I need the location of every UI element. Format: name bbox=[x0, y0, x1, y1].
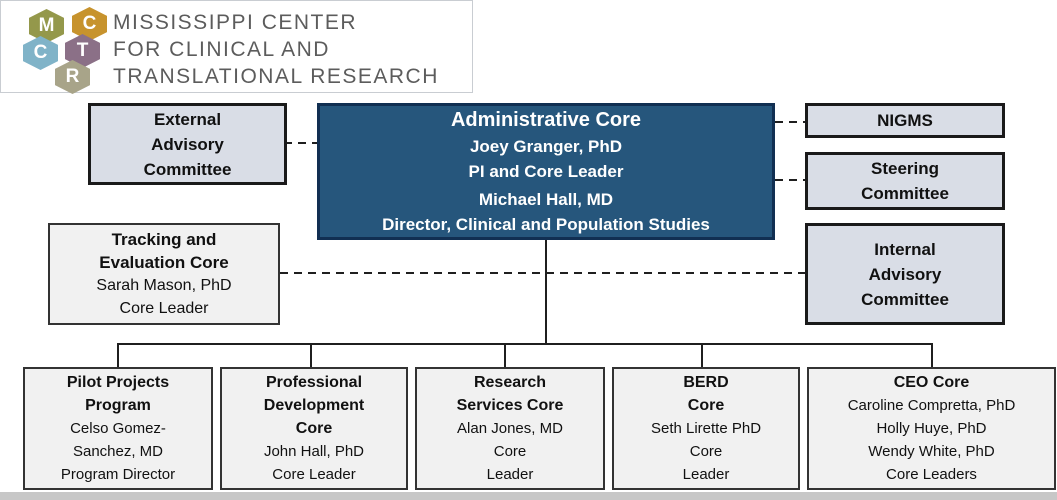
box-label-line: Director, Clinical and Population Studie… bbox=[382, 215, 710, 234]
box-label-line: External bbox=[153, 109, 222, 129]
logo-hexagon-letter: M bbox=[38, 15, 55, 36]
box-label-line: Holly Huye, PhD bbox=[876, 420, 987, 437]
box-title-line: Services Core bbox=[456, 397, 564, 414]
box-label-line: Core bbox=[493, 443, 527, 460]
box-label-line: Leader bbox=[486, 466, 534, 483]
box-label-line: Steering bbox=[870, 159, 940, 178]
logo-hexagon-letter: C bbox=[82, 13, 97, 34]
connector-dashed-tracking-internal bbox=[280, 272, 805, 274]
box-label-line: Internal bbox=[874, 239, 936, 259]
box-administrative-core: Administrative Core Joey Granger, PhD PI… bbox=[317, 103, 775, 240]
connector-stub-berd bbox=[701, 343, 703, 367]
logo-name: MISSISSIPPI CENTER FOR CLINICAL AND TRAN… bbox=[113, 9, 439, 90]
logo-hexagon-letter: T bbox=[76, 40, 89, 61]
connector-admin-vertical bbox=[545, 240, 547, 344]
box-label-line: Program Director bbox=[60, 466, 176, 483]
box-professional-development-core: Professional Development Core John Hall,… bbox=[220, 367, 408, 490]
box-nigms: NIGMS bbox=[805, 103, 1005, 138]
box-label-line: Alan Jones, MD bbox=[457, 420, 563, 437]
box-label-line: Committee bbox=[143, 159, 232, 179]
logo-hexagon-c2: C bbox=[23, 36, 58, 70]
connector-stub-pilot bbox=[117, 343, 119, 367]
connector-dashed-external bbox=[284, 142, 317, 144]
box-label-line: John Hall, PhD bbox=[263, 443, 365, 460]
box-title-line: Research bbox=[473, 374, 547, 391]
box-label-line: Committee bbox=[861, 184, 949, 203]
box-label-line: Advisory bbox=[151, 134, 224, 154]
logo-name-line: TRANSLATIONAL RESEARCH bbox=[113, 65, 439, 88]
box-label-line: Advisory bbox=[868, 264, 942, 284]
box-label-line: Core Leader bbox=[272, 466, 356, 483]
box-steering-committee: Steering Committee bbox=[805, 152, 1005, 210]
box-tracking-evaluation-core: Tracking and Evaluation Core Sarah Mason… bbox=[48, 223, 280, 325]
box-label-line: Wendy White, PhD bbox=[868, 443, 995, 460]
logo-hexagon-c1: C bbox=[72, 7, 107, 41]
connector-stub-professional bbox=[310, 343, 312, 367]
box-label-line: Seth Lirette PhD bbox=[650, 420, 762, 437]
box-label-line: Core Leaders bbox=[886, 466, 977, 483]
box-pilot-projects-program: Pilot Projects Program Celso Gomez- Sanc… bbox=[23, 367, 213, 490]
logo-name-line: FOR CLINICAL AND bbox=[113, 38, 330, 61]
box-title-line: CEO Core bbox=[893, 374, 970, 391]
box-title-line: BERD bbox=[683, 374, 729, 391]
box-title-line: Program bbox=[85, 397, 151, 414]
box-title-line: Tracking and bbox=[111, 230, 217, 249]
box-title-line: Professional bbox=[265, 374, 363, 391]
box-internal-advisory-committee: Internal Advisory Committee bbox=[805, 223, 1005, 325]
box-title-line: Evaluation Core bbox=[99, 253, 229, 272]
box-ceo-core: CEO Core Caroline Compretta, PhD Holly H… bbox=[807, 367, 1056, 490]
box-label-line: Leader bbox=[682, 466, 730, 483]
logo-hexagon-m: M bbox=[29, 9, 64, 43]
connector-stub-ceo bbox=[931, 343, 933, 367]
box-external-advisory-committee: External Advisory Committee bbox=[88, 103, 287, 185]
box-title-line: Pilot Projects bbox=[66, 374, 170, 391]
box-label-line: Core Leader bbox=[119, 300, 209, 317]
box-title-line: Development bbox=[263, 397, 365, 414]
logo-hexagon-letter: C bbox=[33, 42, 48, 63]
logo-hexagon-letter: R bbox=[65, 66, 80, 87]
connector-stub-research bbox=[504, 343, 506, 367]
box-label-line: Joey Granger, PhD bbox=[469, 137, 623, 156]
box-label-line: Celso Gomez- bbox=[70, 420, 166, 437]
box-label-line: NIGMS bbox=[877, 111, 933, 130]
box-research-services-core: Research Services Core Alan Jones, MD Co… bbox=[415, 367, 605, 490]
logo: M C C T R MISSISSIPPI CENTER FOR CLINICA… bbox=[0, 0, 473, 94]
box-title-line: Core bbox=[295, 420, 333, 437]
logo-name-line: MISSISSIPPI CENTER bbox=[113, 11, 358, 34]
connector-bottom-horizontal bbox=[117, 343, 933, 345]
box-label-line: Committee bbox=[861, 289, 949, 309]
box-label-line: Sanchez, MD bbox=[72, 443, 164, 460]
connector-dashed-steering bbox=[775, 179, 805, 181]
box-label-line: Michael Hall, MD bbox=[478, 190, 614, 209]
box-label-line: Sarah Mason, PhD bbox=[96, 277, 232, 294]
connector-dashed-nigms bbox=[775, 121, 805, 123]
box-label-line: Core bbox=[689, 443, 723, 460]
bottom-strip bbox=[0, 492, 1057, 500]
box-berd-core: BERD Core Seth Lirette PhD Core Leader bbox=[612, 367, 800, 490]
box-title-line: Core bbox=[687, 397, 725, 414]
box-label-line: Caroline Compretta, PhD bbox=[847, 397, 1016, 414]
box-label-line: PI and Core Leader bbox=[468, 162, 624, 181]
box-title: Administrative Core bbox=[450, 109, 642, 131]
